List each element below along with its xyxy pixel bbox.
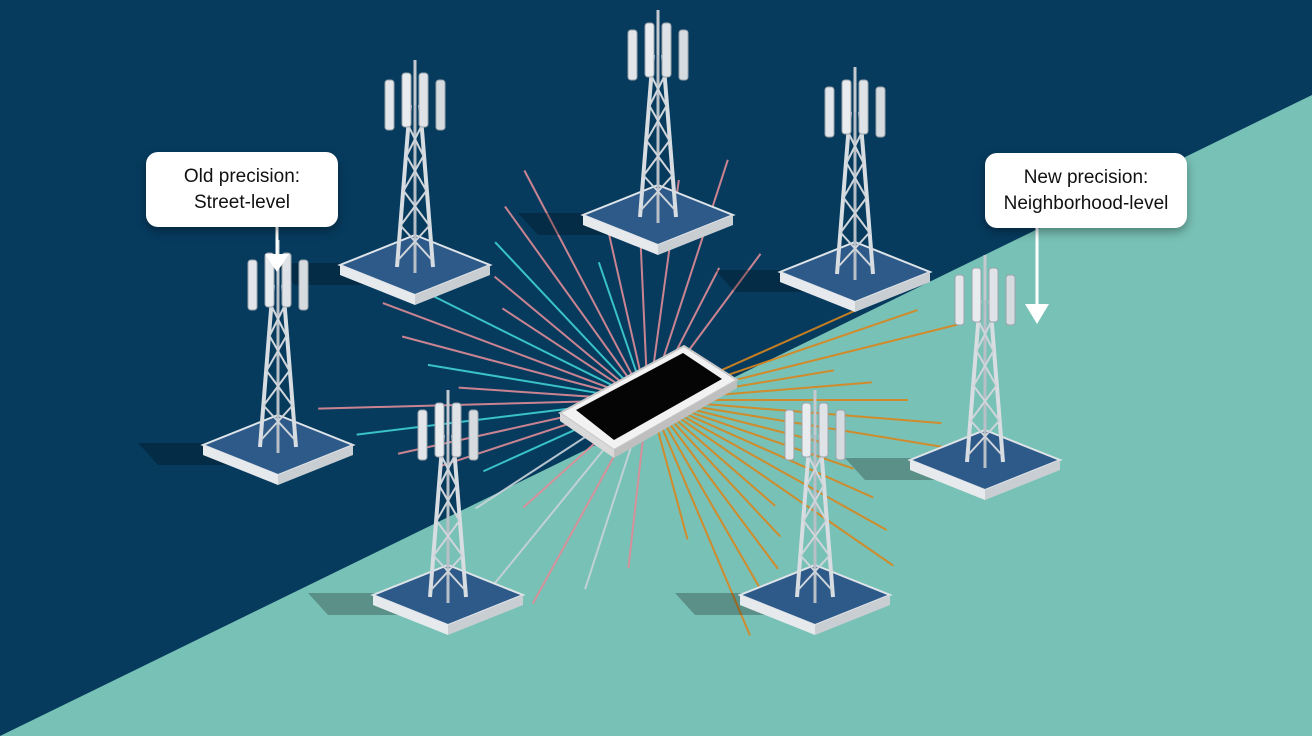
signal-ray — [401, 335, 611, 393]
signal-ray — [663, 422, 769, 603]
signal-ray — [494, 241, 626, 381]
signal-ray — [427, 363, 610, 396]
new-precision-callout: New precision: Neighborhood-level — [985, 153, 1187, 229]
signal-ray — [504, 205, 630, 379]
signal-ray — [627, 424, 646, 569]
smartphone-icon — [558, 344, 739, 458]
signal-ray — [670, 419, 781, 538]
signal-ray — [667, 421, 779, 570]
new-precision-title: New precision: — [1023, 167, 1149, 188]
signal-ray — [458, 386, 609, 399]
signal-ray — [501, 307, 618, 385]
signal-ray — [382, 302, 613, 390]
signal-ray — [493, 275, 622, 383]
signal-ray — [584, 423, 640, 590]
signal-ray — [684, 409, 854, 470]
signal-ray — [677, 415, 894, 567]
signal-ray — [597, 262, 639, 377]
signal-ray — [682, 411, 874, 499]
signal-ray — [656, 159, 729, 377]
signal-ray — [523, 170, 634, 378]
signal-ray — [686, 404, 971, 453]
signal-ray — [607, 233, 643, 376]
signal-ray — [318, 399, 609, 410]
signal-ray — [655, 424, 689, 540]
old-precision-callout: Old precision: Street-level — [146, 152, 338, 228]
old-precision-title: Old precision: — [183, 166, 301, 187]
signal-ray — [679, 413, 888, 531]
arrow-down-icon — [1025, 218, 1049, 324]
old-precision-value: Street-level — [193, 191, 291, 213]
new-precision-value: Neighborhood-level — [1003, 192, 1169, 214]
signal-ray — [674, 417, 776, 507]
signal-ray — [472, 420, 628, 611]
signal-lines — [318, 159, 971, 636]
